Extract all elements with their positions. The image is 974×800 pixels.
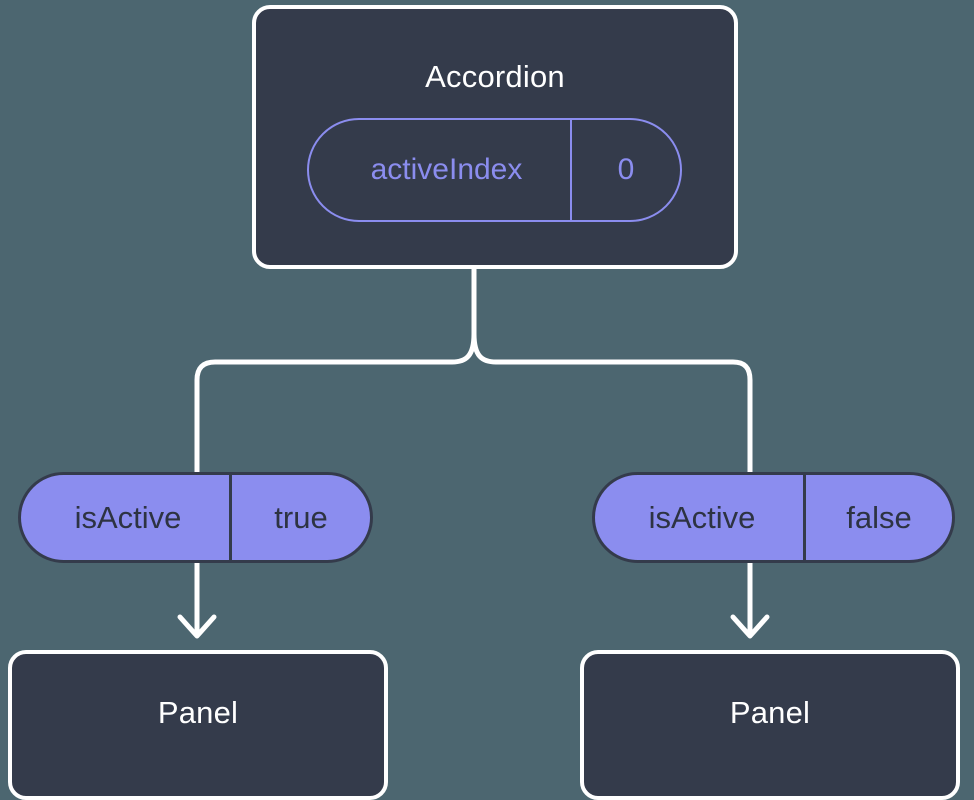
is-active-pill-right[interactable]: isActive false xyxy=(592,472,955,563)
active-index-value: 0 xyxy=(570,120,680,220)
is-active-pill-left[interactable]: isActive true xyxy=(18,472,373,563)
is-active-value-left: true xyxy=(229,475,370,560)
panel-component-card-left[interactable]: Panel xyxy=(8,650,388,800)
arrow-head-left-icon xyxy=(177,614,217,639)
arrow-head-right-icon xyxy=(730,614,770,639)
is-active-key-left: isActive xyxy=(74,500,182,535)
is-active-key-right: isActive xyxy=(648,500,756,535)
active-index-state-badge[interactable]: activeIndex 0 xyxy=(307,118,682,222)
is-active-value-right: false xyxy=(803,475,952,560)
connector-fork-mirror xyxy=(471,331,753,383)
panel-card-title-right: Panel xyxy=(729,695,811,730)
active-index-key: activeIndex xyxy=(370,153,523,186)
connector-fork xyxy=(194,331,477,383)
diagram-canvas: Accordion activeIndex 0 isActive true is… xyxy=(8,5,960,800)
accordion-card-title: Accordion xyxy=(425,59,565,94)
panel-component-card-right[interactable]: Panel xyxy=(580,650,960,800)
panel-card-title-left: Panel xyxy=(157,695,239,730)
